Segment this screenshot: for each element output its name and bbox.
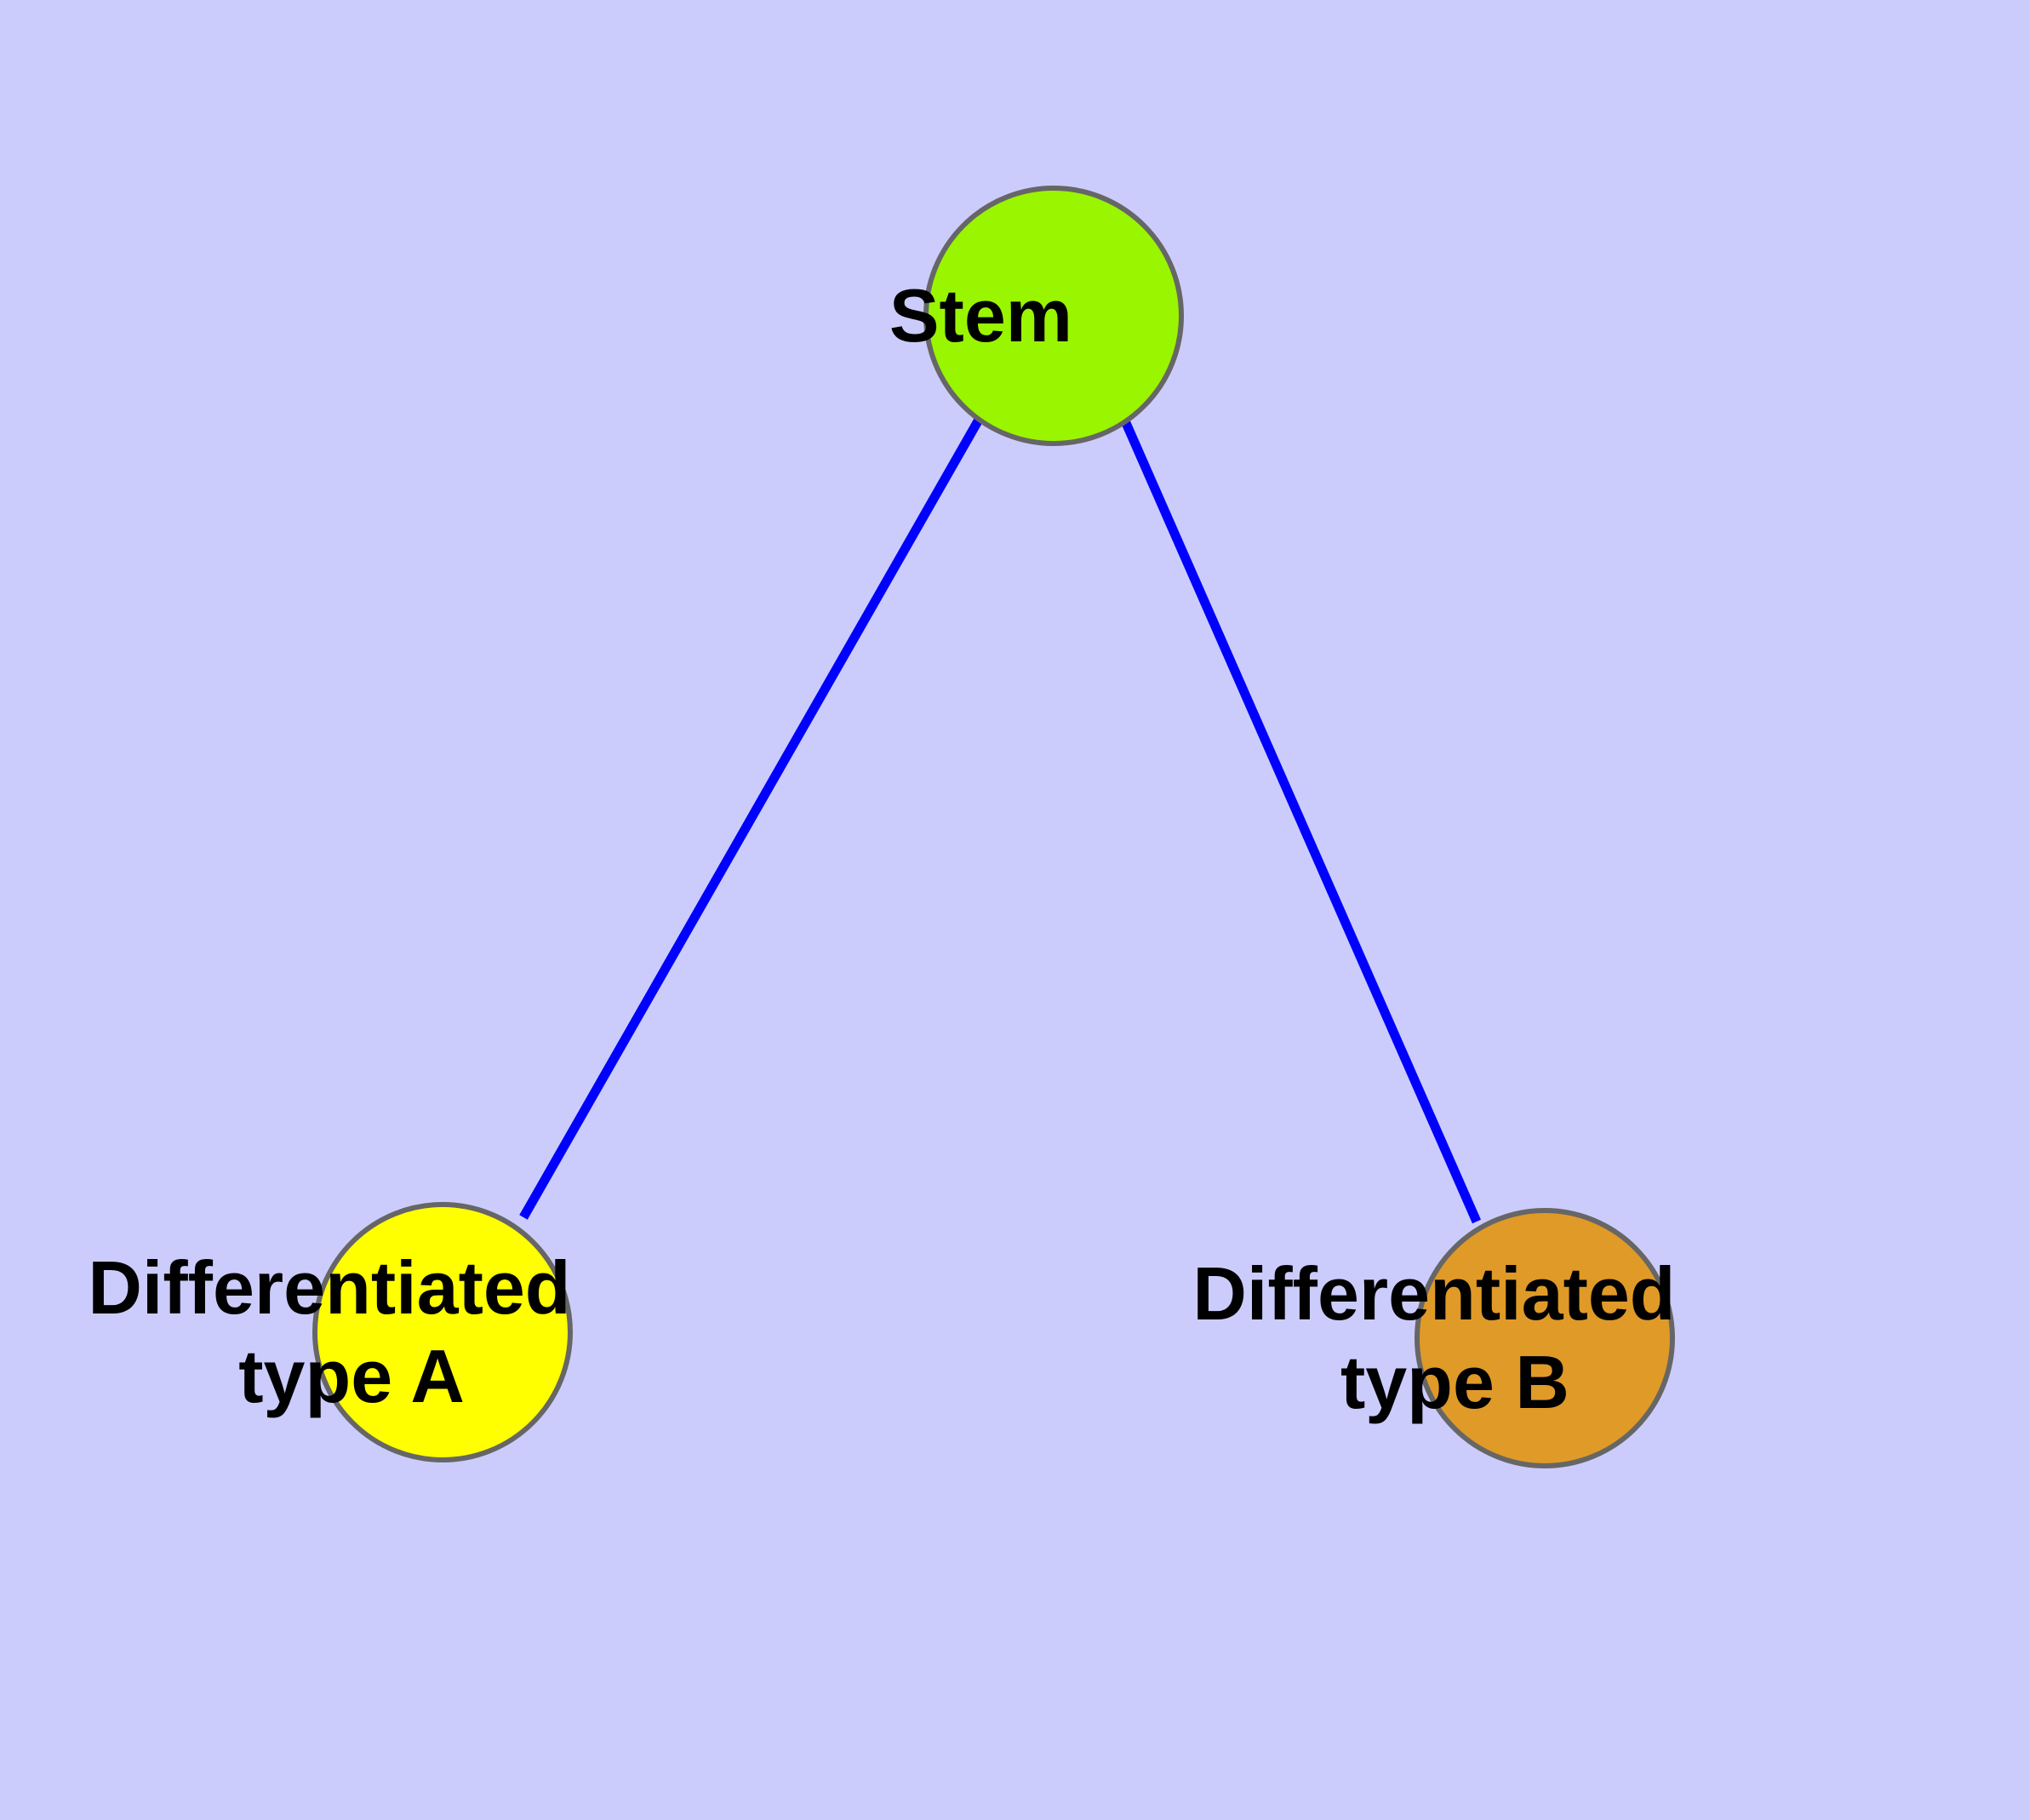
edge-stem-to-differentiated-type-a[interactable] <box>519 417 983 1220</box>
node-differentiated-type-a-circle[interactable] <box>312 1202 573 1462</box>
node-stem-label: Stem <box>889 248 1218 358</box>
node-differentiated-type-b-label: Differentiated type B <box>1192 1251 1862 1424</box>
node-layer <box>312 186 1675 1468</box>
edge-stem-to-differentiated-type-b[interactable] <box>1118 415 1482 1224</box>
node-differentiated-type-a-label: Differentiated type A <box>88 1245 757 1418</box>
node-stem[interactable] <box>923 186 1184 446</box>
node-differentiated-type-b-label-line-1: Differentiated <box>1192 1251 1675 1336</box>
node-differentiated-type-a-label-line-1: Differentiated <box>88 1245 570 1330</box>
node-differentiated-type-a[interactable] <box>312 1202 573 1462</box>
node-stem-circle[interactable] <box>923 186 1184 446</box>
label-layer: Stem Differentiated type A Differentiate… <box>88 248 1862 1424</box>
node-stem-label-line-1: Stem <box>889 273 1072 358</box>
node-differentiated-type-b[interactable] <box>1415 1208 1675 1468</box>
node-differentiated-type-b-circle[interactable] <box>1415 1208 1675 1468</box>
node-differentiated-type-a-label-line-2: type A <box>238 1334 463 1418</box>
node-differentiated-type-b-label-line-2: type B <box>1340 1340 1569 1424</box>
edge-layer <box>519 415 1482 1224</box>
